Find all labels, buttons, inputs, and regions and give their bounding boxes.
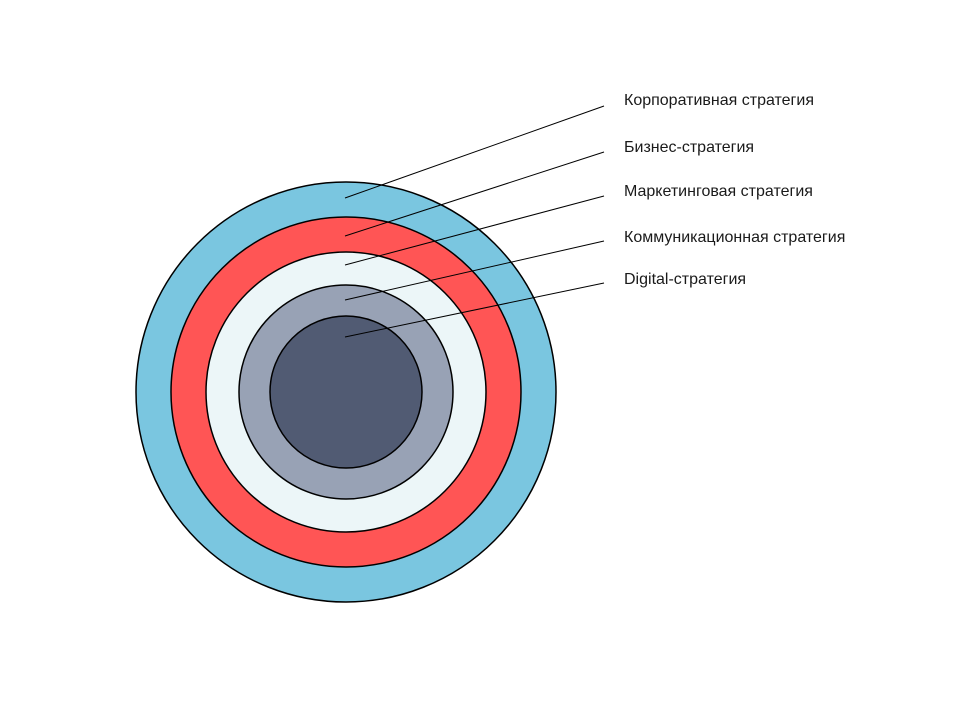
label-marketing-strategy: Маркетинговая стратегия (624, 183, 813, 200)
labels-group: Корпоративная стратегия Бизнес-стратегия… (624, 92, 845, 288)
label-digital-strategy: Digital-стратегия (624, 271, 746, 288)
label-business-strategy: Бизнес-стратегия (624, 139, 754, 156)
label-communication-strategy: Коммуникационная стратегия (624, 229, 845, 246)
leader-line-corporate-strategy (344, 105, 605, 199)
leader-line-business-strategy (344, 151, 605, 237)
leader-lines-group (344, 105, 605, 338)
label-corporate-strategy: Корпоративная стратегия (624, 92, 814, 109)
leader-line-communication-strategy (344, 240, 605, 301)
ring-digital-strategy (269, 315, 423, 469)
leader-line-digital-strategy (344, 282, 605, 338)
leader-line-marketing-strategy (344, 195, 605, 266)
rings-group (135, 181, 557, 603)
